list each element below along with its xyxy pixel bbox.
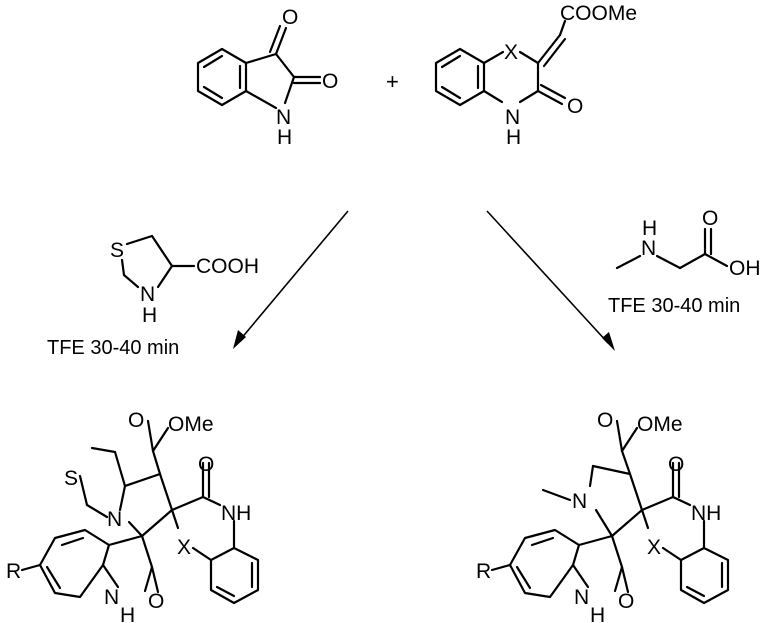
sarcosine-hydroxyl: OH bbox=[729, 257, 761, 280]
sarcosine-nitrogen: N bbox=[641, 237, 656, 260]
right-product-structure bbox=[490, 419, 730, 605]
thiazolidine-acid: COOH bbox=[196, 255, 259, 278]
left-condition: TFE 30-40 min bbox=[47, 337, 179, 359]
right-product-ome: OMe bbox=[637, 413, 683, 436]
quinoxalinone-nitrogen: N bbox=[505, 106, 520, 129]
thiazolidine-nitrogen: N bbox=[140, 283, 155, 306]
thiazolidine-sulfur: S bbox=[110, 239, 124, 262]
isatin-structure bbox=[196, 24, 322, 110]
right-product-nh: NH bbox=[691, 502, 721, 525]
left-product-r: R bbox=[6, 560, 21, 583]
plus-sign: + bbox=[386, 69, 399, 94]
left-product-indole-nitrogen: N bbox=[104, 586, 119, 609]
left-product-x: X bbox=[177, 536, 191, 559]
thiazolidine-hydrogen: H bbox=[142, 304, 157, 327]
thiazolidine-carboxylic-acid bbox=[120, 234, 196, 289]
left-product-nh: NH bbox=[221, 502, 251, 525]
sarcosine bbox=[615, 227, 729, 270]
isatin-keto-oxygen: O bbox=[282, 6, 298, 29]
left-product-structure bbox=[20, 419, 260, 605]
left-arrowhead bbox=[233, 330, 246, 349]
quinoxalinone-oxygen: O bbox=[567, 95, 583, 118]
right-product-indole-nitrogen: N bbox=[574, 586, 589, 609]
left-reaction-arrow bbox=[239, 210, 349, 341]
right-product-indole-oxygen: O bbox=[618, 590, 634, 613]
right-condition: TFE 30-40 min bbox=[608, 295, 740, 317]
isatin-lactam-oxygen: O bbox=[322, 70, 338, 93]
right-reaction-arrow bbox=[486, 210, 609, 344]
isatin-hydrogen: H bbox=[277, 126, 292, 149]
right-product-amide-oxygen: O bbox=[668, 453, 684, 476]
quinoxalinone-ester: COOMe bbox=[560, 2, 637, 25]
left-product-indole-hydrogen: H bbox=[120, 604, 135, 623]
left-product-indole-oxygen: O bbox=[148, 590, 164, 613]
quinoxalinone-structure bbox=[434, 19, 567, 107]
sarcosine-hydrogen: H bbox=[642, 217, 657, 240]
right-product-indole-hydrogen: H bbox=[590, 604, 605, 623]
left-product-amide-oxygen: O bbox=[198, 453, 214, 476]
sarcosine-oxygen: O bbox=[702, 207, 718, 230]
left-product-sulfur: S bbox=[64, 467, 78, 490]
isatin-nitrogen: N bbox=[276, 106, 291, 129]
right-product-x: X bbox=[647, 536, 661, 559]
left-product-nitrogen: N bbox=[107, 508, 122, 531]
left-product-ester-oxygen: O bbox=[128, 409, 144, 432]
right-product-ester-oxygen: O bbox=[597, 409, 613, 432]
right-product-nitrogen: N bbox=[572, 490, 587, 513]
quinoxalinone-hydrogen: H bbox=[506, 126, 521, 149]
right-arrowhead bbox=[602, 332, 615, 351]
left-product-ome: OMe bbox=[168, 413, 214, 436]
quinoxalinone-x: X bbox=[504, 41, 518, 64]
right-product-r: R bbox=[476, 560, 491, 583]
